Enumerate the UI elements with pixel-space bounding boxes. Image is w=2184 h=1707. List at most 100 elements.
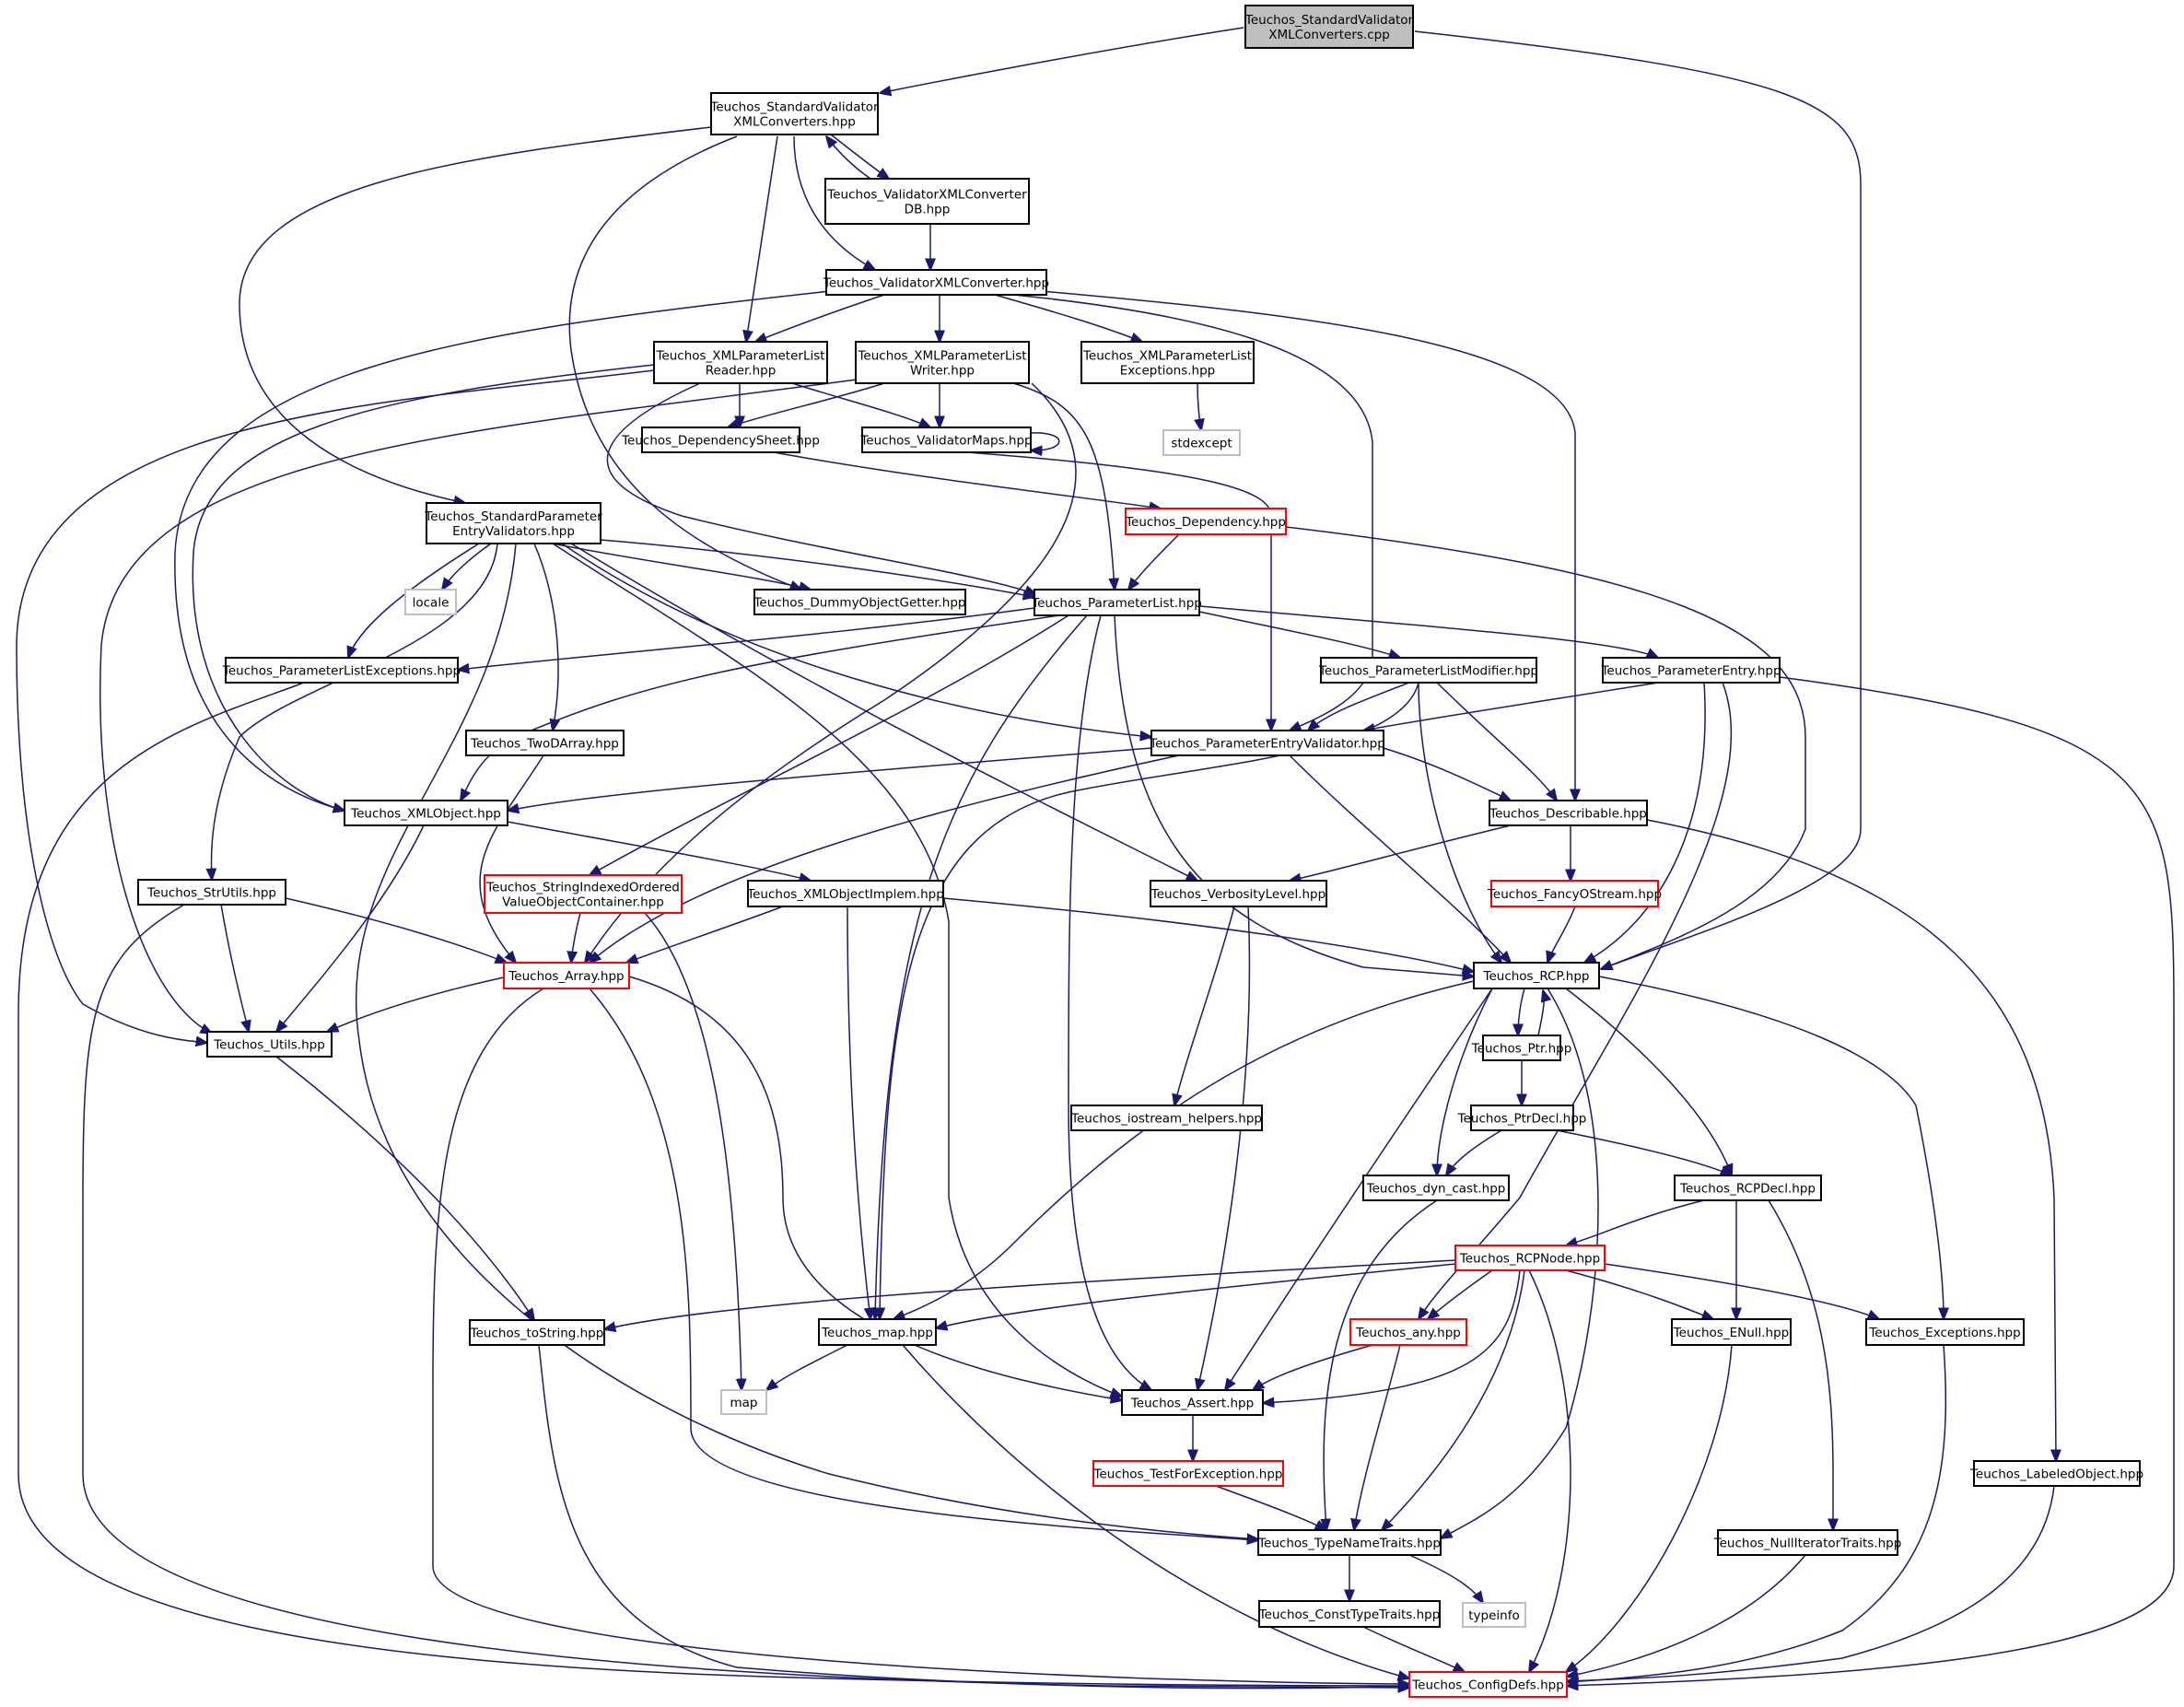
node-n28[interactable]: Teuchos_RCP.hpp	[1473, 962, 1600, 989]
node-n1[interactable]: Teuchos_StandardValidatorXMLConverters.h…	[709, 92, 879, 135]
node-label: Teuchos_Ptr.hpp	[1471, 1042, 1572, 1057]
node-label: Teuchos_TypeNameTraits.hpp	[1257, 1537, 1441, 1551]
node-box	[1490, 880, 1659, 907]
edge-n5-n14	[1012, 382, 1115, 590]
node-label: Teuchos_ParameterEntryValidator.hpp	[1149, 737, 1385, 752]
node-n20[interactable]: Teuchos_XMLObject.hpp	[344, 800, 508, 826]
node-n23[interactable]: Teuchos_StringIndexedOrderedValueObjectC…	[484, 874, 683, 914]
node-box	[1034, 589, 1200, 616]
node-label: Teuchos_ConstTypeTraits.hpp	[1258, 1608, 1441, 1622]
node-label: Teuchos_ParameterListModifier.hpp	[1318, 664, 1538, 679]
node-n27[interactable]: Teuchos_Array.hpp	[503, 962, 630, 989]
node-n40[interactable]: Teuchos_Exceptions.hpp	[1865, 1318, 2025, 1346]
node-box	[1257, 1529, 1442, 1556]
node-n36[interactable]: Teuchos_toString.hpp	[469, 1319, 605, 1346]
node-n32[interactable]: Teuchos_PtrDecl.hpp	[1457, 1105, 1587, 1131]
edge-arrow	[880, 27, 1244, 93]
node-label: Teuchos_any.hpp	[1355, 1326, 1461, 1340]
node-box	[824, 178, 1030, 225]
node-n33[interactable]: Teuchos_dyn_cast.hpp	[1362, 1175, 1510, 1201]
node-label: Teuchos_ValidatorXMLConverter.hpp	[823, 276, 1049, 291]
node-n39[interactable]: Teuchos_ENull.hpp	[1671, 1318, 1792, 1346]
node-box	[426, 502, 601, 544]
node-n3[interactable]: Teuchos_ValidatorXMLConverter.hpp	[823, 269, 1049, 296]
edge-arrow	[994, 294, 1142, 342]
node-n46[interactable]: Teuchos_NullIteratorTraits.hpp	[1713, 1529, 1902, 1556]
node-n45[interactable]: Teuchos_TypeNameTraits.hpp	[1257, 1529, 1442, 1556]
node-box	[1320, 657, 1537, 684]
node-n49[interactable]: Teuchos_ConfigDefs.hpp	[1408, 1671, 1568, 1698]
edge-arrow	[1198, 605, 1658, 658]
node-n21[interactable]: Teuchos_Describable.hpp	[1489, 800, 1648, 826]
node-n0[interactable]: Teuchos_StandardValidatorXMLConverters.c…	[1244, 5, 1414, 49]
edge-n28-n33	[1437, 988, 1493, 1175]
edge-arrow	[847, 906, 870, 1319]
edge-arrow	[508, 747, 1152, 811]
node-n47[interactable]: Teuchos_ConstTypeTraits.hpp	[1258, 1600, 1441, 1628]
node-n44[interactable]: Teuchos_LabeledObject.hpp	[1969, 1460, 2143, 1487]
node-label: Teuchos_Exceptions.hpp	[1868, 1326, 2020, 1340]
node-n7[interactable]: Teuchos_DependencySheet.hpp	[621, 427, 820, 453]
edge-arrow	[348, 543, 480, 658]
node-n13[interactable]: Teuchos_DummyObjectGetter.hpp	[753, 589, 966, 615]
edge-arrow	[570, 543, 1197, 881]
node-label: Exceptions.hpp	[1120, 364, 1215, 379]
edge-n43-n45	[1215, 1485, 1326, 1530]
edge-n4-n14	[606, 382, 1036, 594]
node-n10[interactable]: Teuchos_StandardParameterEntryValidators…	[424, 502, 602, 544]
edge-n35-n42	[1263, 1269, 1521, 1403]
edge-n17-n19	[1363, 682, 1659, 731]
edge-n21-n44	[1646, 819, 2056, 1461]
node-n22[interactable]: Teuchos_StrUtils.hpp	[137, 879, 286, 906]
node-n18[interactable]: Teuchos_TwoDArray.hpp	[465, 730, 625, 756]
node-box	[1674, 1175, 1822, 1201]
edge-n27-n42	[628, 976, 1122, 1400]
edge-n27-n49	[432, 988, 1409, 1684]
node-n43[interactable]: Teuchos_TestForException.hpp	[1092, 1460, 1284, 1487]
edge-arrow	[875, 614, 1088, 1319]
node-n19[interactable]: Teuchos_ParameterEntryValidator.hpp	[1149, 730, 1385, 756]
node-label: Teuchos_DependencySheet.hpp	[621, 434, 820, 449]
edge-n28-n42	[1225, 988, 1493, 1390]
node-n17[interactable]: Teuchos_ParameterEntry.hpp	[1600, 657, 1781, 684]
edge-arrow	[432, 988, 1409, 1684]
node-n16[interactable]: Teuchos_ParameterListModifier.hpp	[1318, 657, 1538, 684]
node-n30[interactable]: Teuchos_Ptr.hpp	[1471, 1035, 1572, 1061]
edge-n28-n37	[893, 980, 1475, 1319]
edge-arrow	[1012, 382, 1115, 590]
node-n37[interactable]: Teuchos_map.hpp	[818, 1318, 937, 1346]
node-label: Teuchos_LabeledObject.hpp	[1969, 1467, 2143, 1482]
node-box	[1454, 1245, 1606, 1271]
node-n35[interactable]: Teuchos_RCPNode.hpp	[1454, 1245, 1606, 1271]
edge-n28-n45	[1441, 988, 1599, 1538]
edge-n22-n29	[220, 904, 249, 1032]
edge-arrow	[552, 543, 1122, 1397]
node-n24[interactable]: Teuchos_XMLObjectImplem.hpp	[746, 880, 944, 907]
node-n29[interactable]: Teuchos_Utils.hpp	[206, 1031, 333, 1058]
edge-arrow	[1414, 30, 1862, 969]
edge-arrow	[1285, 526, 1806, 969]
edge-arrow	[755, 294, 885, 342]
node-n38[interactable]: Teuchos_any.hpp	[1349, 1318, 1467, 1346]
node-box	[404, 589, 457, 615]
edge-arrow	[1197, 382, 1201, 430]
node-n15[interactable]: Teuchos_ParameterListExceptions.hpp	[222, 657, 461, 684]
node-n26[interactable]: Teuchos_FancyOStream.hpp	[1487, 880, 1662, 907]
edge-arrow	[893, 980, 1475, 1319]
node-n31[interactable]: Teuchos_iostream_helpers.hpp	[1070, 1105, 1263, 1131]
node-n14[interactable]: Teuchos_ParameterList.hpp	[1031, 589, 1202, 616]
node-box	[1150, 730, 1384, 756]
node-n8[interactable]: Teuchos_ValidatorMaps.hpp	[859, 427, 1033, 453]
edge-arrow	[1547, 906, 1576, 963]
edge-n35-n36	[604, 1259, 1456, 1329]
node-n34[interactable]: Teuchos_RCPDecl.hpp	[1674, 1175, 1822, 1201]
edge-arrow	[1198, 611, 1400, 658]
node-n25[interactable]: Teuchos_VerbosityLevel.hpp	[1150, 880, 1327, 907]
node-n42[interactable]: Teuchos_Assert.hpp	[1121, 1389, 1264, 1416]
node-n11[interactable]: Teuchos_Dependency.hpp	[1125, 508, 1287, 535]
edge-arrow	[82, 904, 1409, 1688]
